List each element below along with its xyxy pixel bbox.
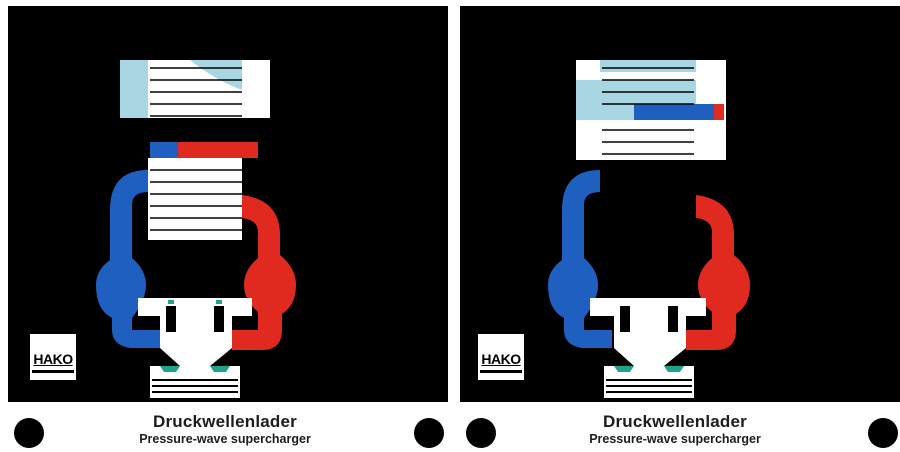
intake-valve-stem: [620, 306, 630, 332]
hole-punch-icon: [868, 418, 898, 448]
rotor-cells-top: [150, 67, 242, 117]
exhaust-valve: [664, 366, 684, 372]
fresh-air-channel: [634, 104, 714, 120]
intake-valve: [614, 366, 634, 372]
exhaust-valve: [210, 366, 230, 372]
hot-gas-channel: [714, 104, 724, 120]
hako-logo: HAKO: [30, 334, 76, 380]
title-english: Pressure-wave supercharger: [139, 432, 311, 446]
supercharger-diagram: [96, 60, 296, 398]
intake-valve: [160, 366, 180, 372]
title-english: Pressure-wave supercharger: [589, 432, 761, 446]
fresh-air-channel: [150, 142, 178, 158]
exhaust-valve-stem: [214, 306, 224, 332]
exhaust-pipe: [686, 195, 750, 350]
panel-right: HAKO Druckwellenlader Pressure-wave supe…: [450, 0, 900, 452]
panel-left: HAKO Druckwellenlader Pressure-wave supe…: [8, 6, 448, 448]
exhaust-pipe: [232, 195, 296, 350]
cylinder: [150, 366, 240, 398]
exhaust-valve-stem: [668, 306, 678, 332]
hot-gas-channel: [178, 142, 258, 158]
rotor-cells: [602, 67, 694, 227]
hole-punch-icon: [414, 418, 444, 448]
valve-cap: [168, 300, 174, 304]
piston-rings: [152, 379, 238, 393]
title-german: Druckwellenlader: [603, 412, 747, 431]
low-pressure-wave: [600, 60, 696, 72]
logo-text: HAKO: [481, 351, 521, 367]
rotor-bottom: [600, 120, 696, 234]
fresh-air-pipe: [548, 170, 612, 348]
rotor-bottom: [148, 158, 242, 240]
intake-valve-stem: [166, 306, 176, 332]
supercharger-diagram: [548, 60, 750, 398]
title-german: Druckwellenlader: [153, 412, 297, 431]
cylinder: [604, 366, 694, 398]
piston-rings: [606, 379, 692, 393]
hole-punch-icon: [14, 418, 44, 448]
fresh-air-pipe: [96, 170, 160, 348]
logo-text: HAKO: [33, 351, 73, 367]
hole-punch-icon: [466, 418, 496, 448]
rotor-cells-bottom: [150, 169, 242, 231]
hako-logo: HAKO: [478, 334, 524, 380]
